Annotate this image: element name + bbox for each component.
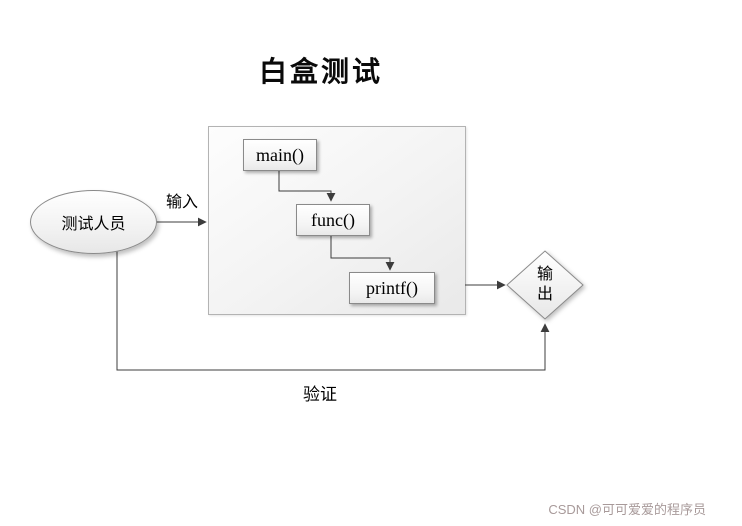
watermark: CSDN @可可爱爱的程序员 xyxy=(548,502,706,517)
node-printf-label: printf() xyxy=(366,277,418,298)
node-tester-label: 测试人员 xyxy=(61,216,126,233)
output-diamond-label: 输出 xyxy=(536,266,553,303)
node-printf: printf() xyxy=(349,272,435,304)
verify-arrow-label: 验证 xyxy=(303,385,337,404)
node-main: main() xyxy=(243,139,317,171)
node-tester: 测试人员 xyxy=(30,190,157,254)
node-func-label: func() xyxy=(311,209,355,230)
node-main-label: main() xyxy=(256,144,304,165)
node-func: func() xyxy=(296,204,370,236)
diagram-title: 白盒测试 xyxy=(258,56,384,87)
input-arrow-label: 输入 xyxy=(165,194,198,211)
